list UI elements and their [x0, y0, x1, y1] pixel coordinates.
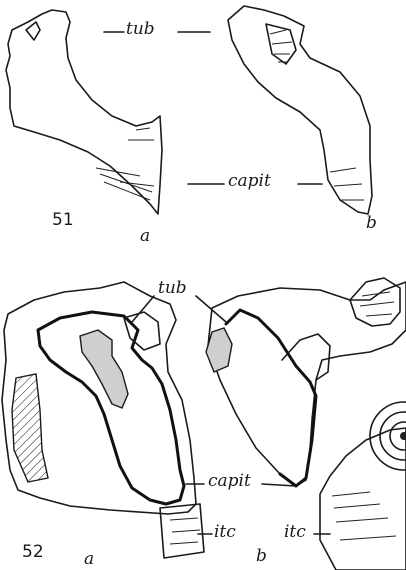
- fig52-a-cavity: [80, 330, 128, 408]
- fig51-a-bone: [6, 10, 162, 214]
- fig52-itc-b-label: itc: [284, 524, 306, 541]
- fig51-b-label: b: [366, 215, 377, 232]
- fig52-itc-a-label: itc: [214, 524, 236, 541]
- fig52-capit-label: capit: [208, 473, 251, 490]
- fig51-number: 51: [52, 212, 74, 229]
- tub-leader-a-52: [132, 296, 154, 322]
- fig52-tub-label: tub: [158, 280, 187, 297]
- fig52-b-disc-center: [400, 432, 406, 440]
- fig52-a-hatched-section: [12, 374, 48, 482]
- fig52-a-label: a: [84, 551, 94, 568]
- fig51-tub-label: tub: [126, 21, 155, 38]
- capit-leader-right-52: [262, 484, 296, 486]
- fig52-b-label: b: [256, 548, 267, 565]
- fig51-a-label: a: [140, 228, 150, 245]
- fig52-b-bone: [206, 278, 406, 570]
- fig52-a-bone: [2, 282, 204, 558]
- fig52-number: 52: [22, 544, 44, 561]
- fig51-capit-label: capit: [228, 173, 271, 190]
